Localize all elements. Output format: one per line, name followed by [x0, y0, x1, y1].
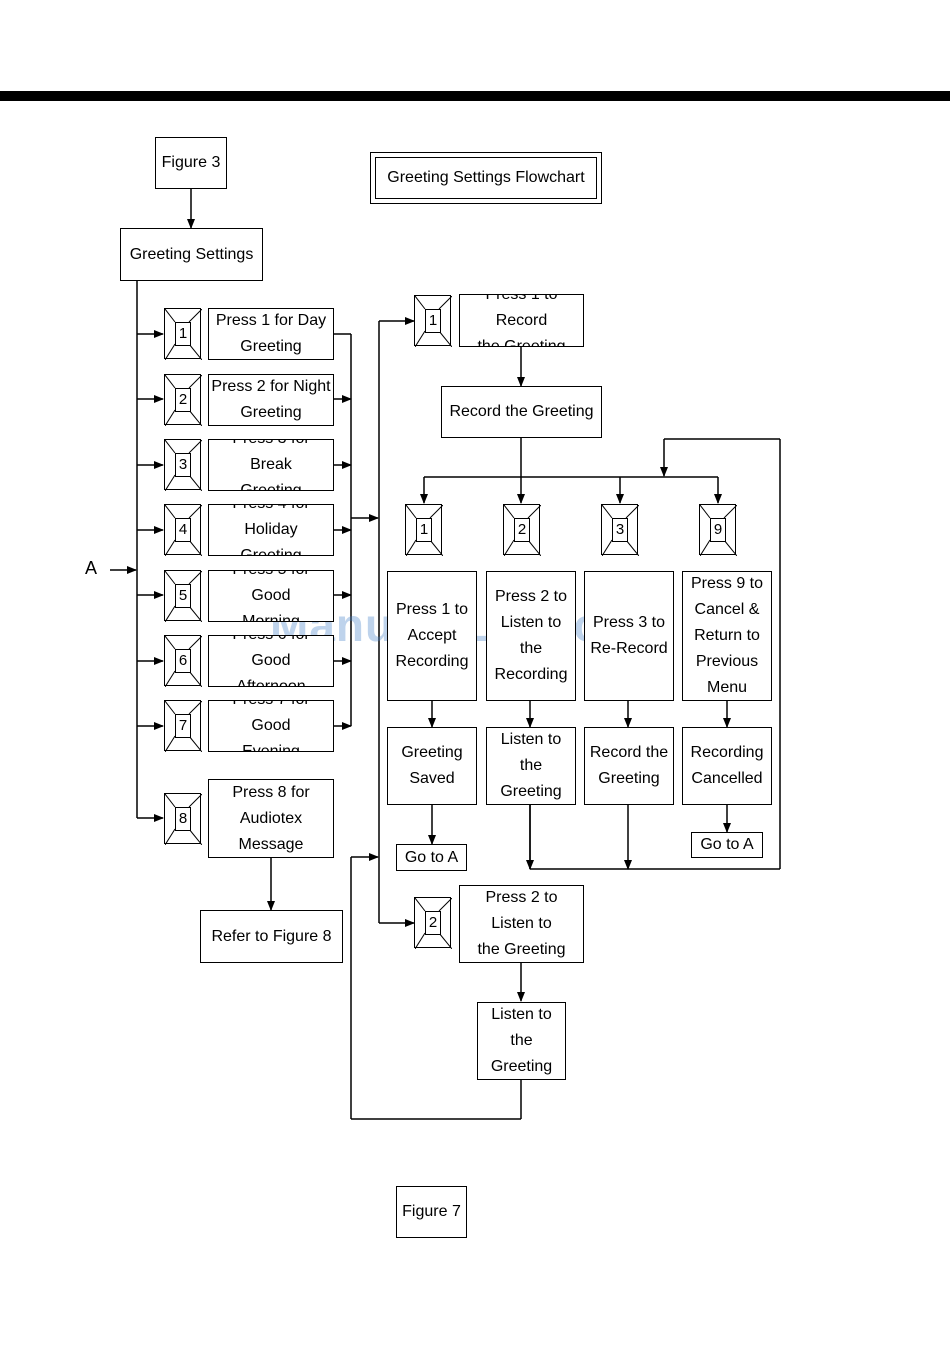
key-label: 1: [416, 518, 432, 542]
sub-key-1: 1: [405, 504, 443, 556]
key-label: 4: [175, 518, 191, 542]
flowchart-title-text: Greeting Settings Flowchart: [375, 157, 597, 199]
record-prompt-node: Press 1 to Record the Greeting: [459, 294, 584, 347]
sub-prompt-9: Press 9 to Cancel & Return to Previous M…: [682, 571, 772, 701]
sub-prompt-2: Press 2 to Listen to the Recording: [486, 571, 576, 701]
menu-option-1: Press 1 for Day Greeting: [208, 308, 334, 360]
header-rule: [0, 91, 950, 101]
key-frame-icon: [165, 571, 202, 622]
menu-key-6: 6: [164, 635, 202, 687]
key-frame-icon: [165, 701, 202, 752]
key-label: 7: [175, 714, 191, 738]
record-action-node: Record the Greeting: [441, 386, 602, 438]
key-label: 1: [425, 309, 441, 333]
key-label: 9: [710, 518, 726, 542]
key-label: 3: [175, 453, 191, 477]
sub-result-1: Greeting Saved: [387, 727, 477, 805]
key-label: 3: [612, 518, 628, 542]
menu-option-5: Press 5 for Good Morning: [208, 570, 334, 622]
menu-option-4: Press 4 for Holiday Greeting: [208, 504, 334, 556]
key-frame-icon: [415, 296, 452, 347]
key-frame-icon: [504, 505, 541, 556]
key-label: 5: [175, 584, 191, 608]
key-frame-icon: [700, 505, 737, 556]
key-label: 2: [425, 911, 441, 935]
key-frame-icon: [165, 794, 202, 845]
key-frame-icon: [415, 898, 452, 949]
menu-key-4: 4: [164, 504, 202, 556]
flowchart-title: Greeting Settings Flowchart: [370, 152, 602, 204]
key-label: 8: [175, 807, 191, 831]
sub-key-9: 9: [699, 504, 737, 556]
key-frame-icon: [165, 505, 202, 556]
sub-prompt-1: Press 1 to Accept Recording: [387, 571, 477, 701]
sub-key-3: 3: [601, 504, 639, 556]
sub-prompt-3: Press 3 to Re-Record: [584, 571, 674, 701]
key-frame-icon: [165, 309, 202, 360]
key-label: 2: [514, 518, 530, 542]
sub-result-2: Listen to the Greeting: [486, 727, 576, 805]
go-to-a-cancelled: Go to A: [691, 832, 763, 858]
sub-result-9: Recording Cancelled: [682, 727, 772, 805]
menu-key-1: 1: [164, 308, 202, 360]
key-label: 2: [175, 388, 191, 412]
key-frame-icon: [406, 505, 443, 556]
record-branch-key: 1: [414, 295, 452, 347]
menu-option-6: Press 6 for Good Afternoon: [208, 635, 334, 687]
menu-key-7: 7: [164, 700, 202, 752]
sub-key-2: 2: [503, 504, 541, 556]
sub-result-3: Record the Greeting: [584, 727, 674, 805]
key-frame-icon: [165, 440, 202, 491]
listen-action-node: Listen to the Greeting: [477, 1002, 566, 1080]
key-frame-icon: [165, 636, 202, 687]
greeting-settings-node: Greeting Settings: [120, 228, 263, 281]
listen-branch-key: 2: [414, 897, 452, 949]
menu-option-8: Press 8 for Audiotex Message: [208, 779, 334, 858]
key-frame-icon: [602, 505, 639, 556]
menu-key-3: 3: [164, 439, 202, 491]
menu-option-2: Press 2 for Night Greeting: [208, 374, 334, 426]
key-label: 6: [175, 649, 191, 673]
entry-point-a: A: [85, 558, 98, 578]
key-label: 1: [175, 322, 191, 346]
figure-3-reference: Figure 3: [155, 137, 227, 189]
go-to-a-saved: Go to A: [396, 844, 467, 871]
menu-option-7: Press 7 for Good Evening: [208, 700, 334, 752]
refer-to-figure-8-node: Refer to Figure 8: [200, 910, 343, 963]
key-frame-icon: [165, 375, 202, 426]
figure-7-caption: Figure 7: [396, 1186, 467, 1238]
listen-prompt-node: Press 2 to Listen to the Greeting: [459, 885, 584, 963]
menu-option-3: Press 3 for Break Greeting: [208, 439, 334, 491]
menu-key-5: 5: [164, 570, 202, 622]
menu-key-2: 2: [164, 374, 202, 426]
menu-key-8: 8: [164, 793, 202, 845]
